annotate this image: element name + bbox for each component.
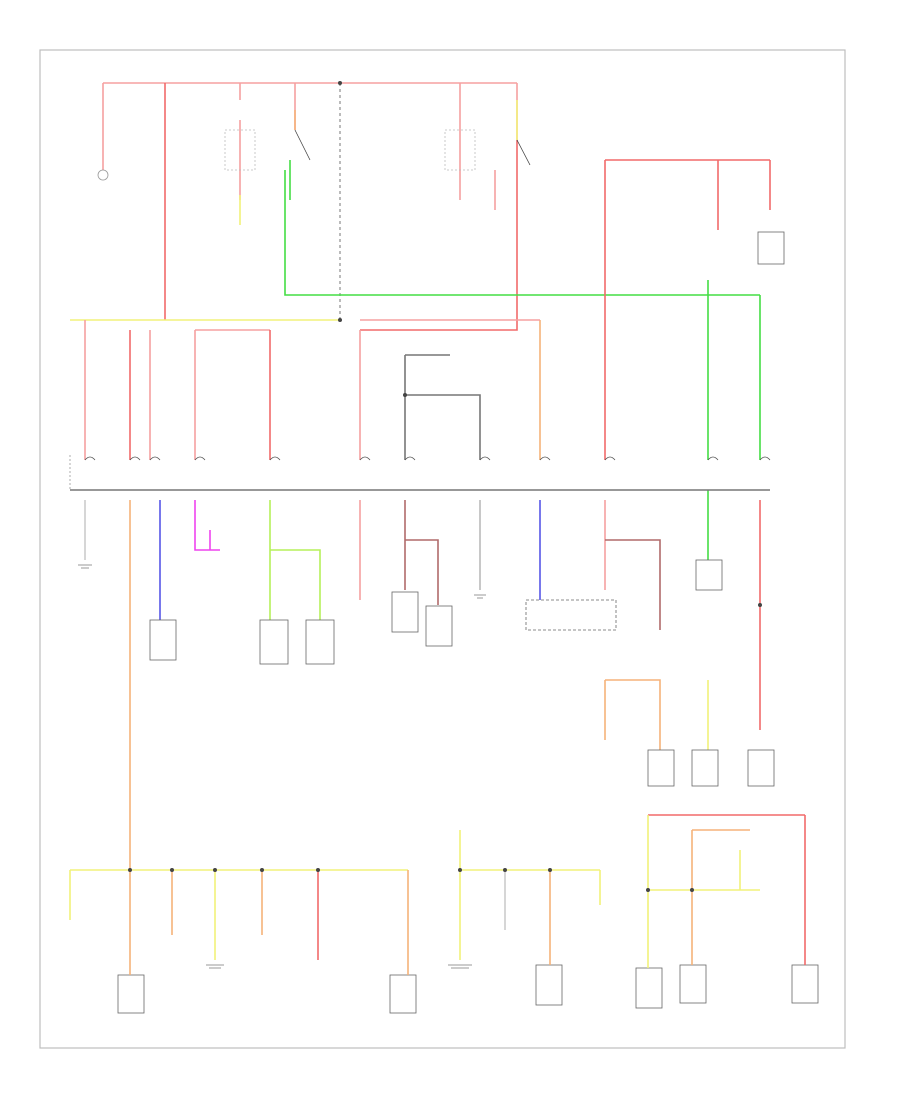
splice-dots xyxy=(128,81,762,892)
diagram-frame xyxy=(39,49,846,1049)
lower-circuits xyxy=(84,500,761,870)
fuse-box xyxy=(69,455,770,491)
bottom-left-splices xyxy=(69,869,409,975)
starter-component xyxy=(757,231,785,265)
fuse-row xyxy=(84,456,771,461)
green-feed-line xyxy=(284,170,761,560)
right-top-branch xyxy=(604,159,785,460)
top-relay-group xyxy=(97,100,531,225)
ground-symbols xyxy=(78,564,486,969)
fuse-feeders xyxy=(84,319,541,460)
fuse-symbol-icon xyxy=(97,169,109,181)
bottom-right-splices xyxy=(647,814,806,968)
components xyxy=(117,559,819,1014)
top-power-feed xyxy=(70,82,518,331)
bottom-middle-splices xyxy=(459,830,601,965)
